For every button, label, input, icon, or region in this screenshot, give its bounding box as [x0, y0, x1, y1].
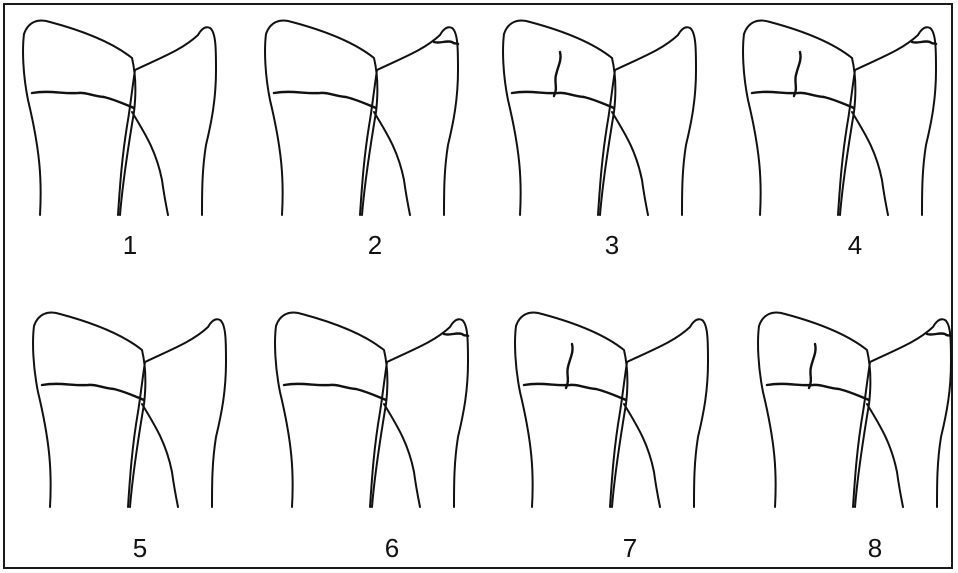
wrist-panel-3 — [503, 21, 696, 216]
radius-outline — [515, 313, 627, 508]
radius-outline — [33, 313, 145, 508]
panel-label-6: 6 — [372, 533, 412, 563]
radius-fracture-line — [767, 384, 869, 400]
panel-label-8: 8 — [855, 533, 895, 563]
wrist-panel-6 — [275, 313, 468, 508]
ulna-inner-edge — [867, 404, 903, 507]
panel-label-2: 2 — [355, 230, 395, 260]
ulna-inner-edge — [624, 404, 660, 507]
radius-fracture-line — [274, 92, 376, 108]
radius-intra-articular-line — [554, 52, 561, 96]
ulna-inner-edge — [132, 112, 168, 215]
radius-fracture-line — [512, 92, 614, 108]
radius-outline — [758, 313, 870, 508]
radius-intra-articular-line — [809, 344, 816, 388]
wrist-panel-4 — [743, 21, 936, 216]
radius-fracture-line — [752, 92, 854, 108]
radius-outline — [503, 21, 615, 216]
ulna-inner-edge — [374, 112, 410, 215]
radius-outline — [265, 21, 377, 216]
ulna-inner-edge — [384, 404, 420, 507]
radius-outline — [275, 313, 387, 508]
ulnar-styloid-fracture — [912, 41, 936, 44]
ulna-inner-edge — [612, 112, 648, 215]
wrist-panel-5 — [33, 313, 226, 508]
radius-outline — [743, 21, 855, 216]
wrist-panel-8 — [758, 313, 951, 508]
radius-fracture-line — [284, 384, 386, 400]
panel-label-1: 1 — [110, 230, 150, 260]
ulnar-styloid-fracture — [927, 333, 951, 336]
ulnar-styloid-fracture — [434, 41, 458, 44]
radius-fracture-line — [524, 384, 626, 400]
panel-label-7: 7 — [610, 533, 650, 563]
panel-label-3: 3 — [592, 230, 632, 260]
ulna-inner-edge — [142, 404, 178, 507]
radius-fracture-line — [42, 384, 144, 400]
radius-outline — [23, 21, 135, 216]
radius-fracture-line — [32, 92, 134, 108]
radius-intra-articular-line — [794, 52, 801, 96]
wrist-panel-2 — [265, 21, 458, 216]
ulnar-styloid-fracture — [444, 333, 468, 336]
radius-intra-articular-line — [566, 344, 573, 388]
ulna-inner-edge — [852, 112, 888, 215]
wrist-panel-1 — [23, 21, 216, 216]
wrist-panel-7 — [515, 313, 708, 508]
panel-label-5: 5 — [120, 533, 160, 563]
panel-label-4: 4 — [835, 230, 875, 260]
